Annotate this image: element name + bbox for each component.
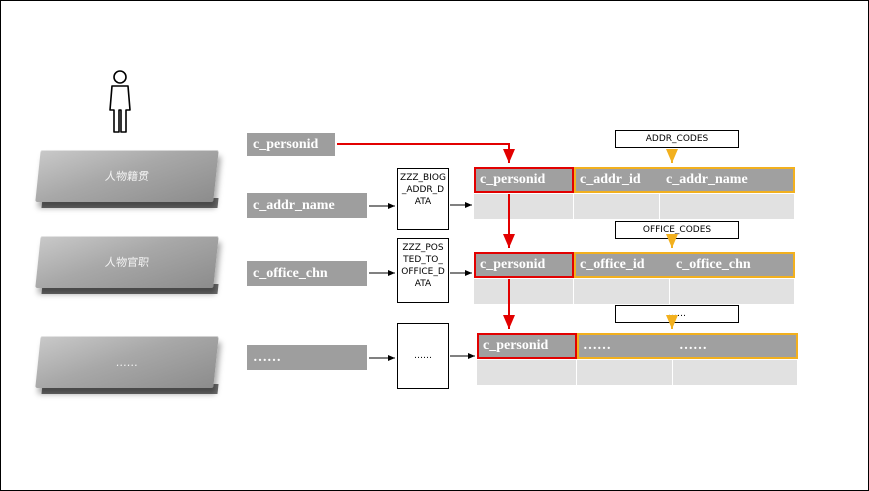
field-addr-name: c_addr_name — [247, 193, 367, 218]
key-outline — [477, 333, 577, 359]
code-table-addr: ADDR_CODES — [615, 130, 739, 148]
code-outline — [577, 333, 798, 359]
body-cell — [577, 360, 673, 385]
target-table-header: c_personid c_office_id c_office_chn — [474, 253, 794, 277]
cell-col2: c_addr_id — [580, 172, 641, 187]
arrow-personid — [337, 143, 515, 163]
body-cell — [474, 279, 574, 304]
cell-col2: c_office_id — [580, 257, 645, 272]
source-table-posted-office: ZZZ_POSTED_TO_OFFICE_DATA — [397, 238, 449, 303]
cell-col3: …… — [679, 338, 707, 353]
body-cell — [474, 194, 574, 219]
cell-personid: c_personid — [480, 172, 546, 187]
cell-personid: c_personid — [483, 338, 549, 353]
code-outline — [574, 167, 795, 193]
source-table-label: …… — [414, 351, 432, 361]
code-outline — [574, 252, 795, 278]
cell-col3: c_addr_name — [666, 172, 748, 187]
body-cell — [477, 360, 577, 385]
key-outline — [474, 167, 574, 193]
target-table-header: c_personid c_addr_id c_addr_name — [474, 168, 794, 192]
key-outline — [474, 252, 574, 278]
body-cell — [574, 194, 660, 219]
field-personid: c_personid — [247, 133, 335, 156]
person-icon — [109, 70, 131, 133]
cell-personid: c_personid — [480, 257, 546, 272]
source-table-more: …… — [397, 323, 449, 389]
target-table-body — [474, 279, 794, 304]
source-table-biog-addr: ZZZ_BIOG_ADDR_DATA — [397, 168, 449, 230]
field-more: …… — [247, 345, 367, 370]
cell-col3: c_office_chn — [676, 257, 751, 272]
target-table-body — [474, 194, 794, 219]
cell-col2: …… — [583, 338, 611, 353]
target-table-body — [477, 360, 797, 385]
body-cell — [574, 279, 670, 304]
field-office-chn: c_office_chn — [247, 261, 367, 286]
target-table-header: c_personid …… …… — [477, 334, 797, 358]
